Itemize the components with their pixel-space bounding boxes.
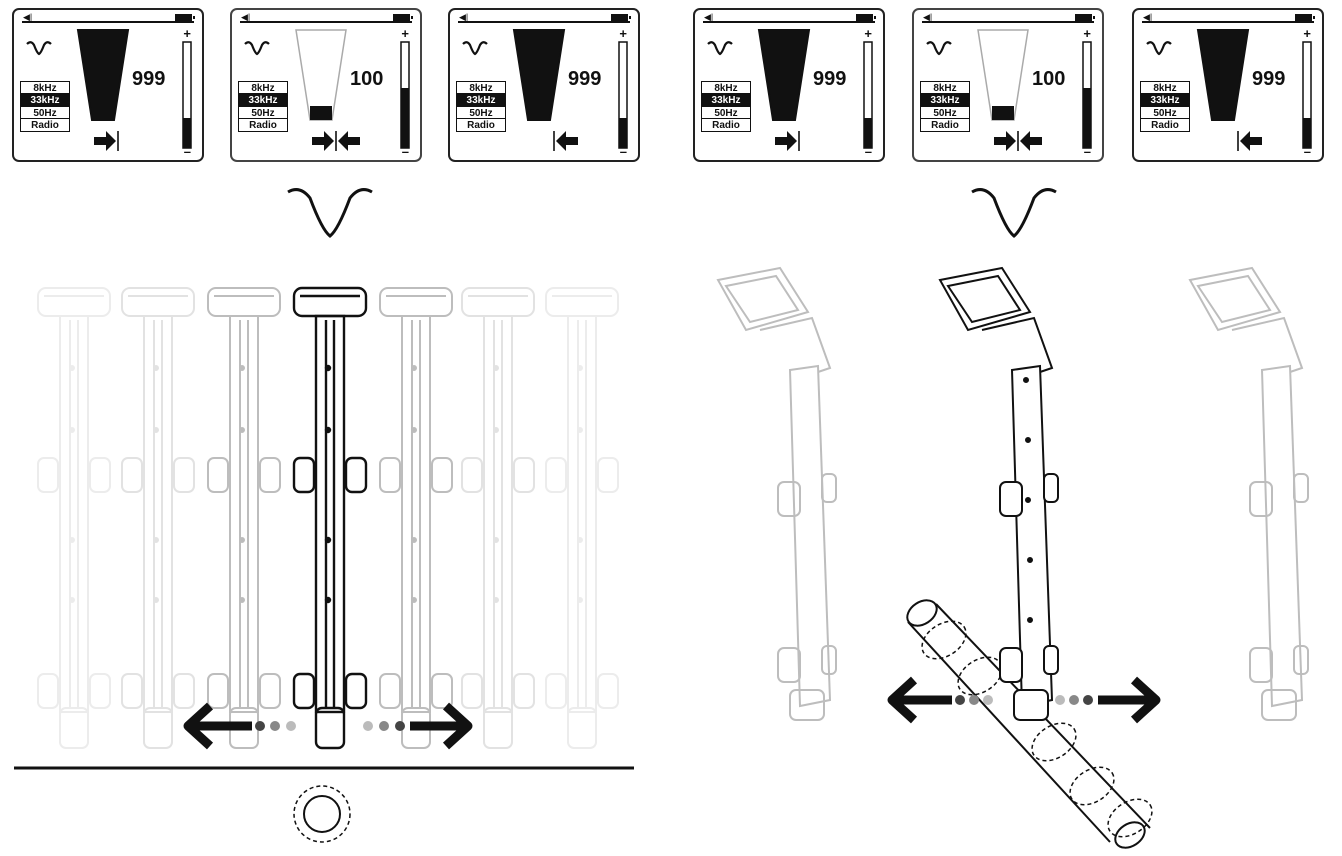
frequency-option[interactable]: Radio (238, 118, 288, 132)
strength-gauge-icon (618, 41, 628, 149)
locator-front-ghost (37, 287, 111, 749)
signal-cone-icon (977, 29, 1029, 121)
strength-gauge-icon (863, 41, 873, 149)
locator-front-ghost (545, 287, 619, 749)
frequency-option[interactable]: Radio (20, 118, 70, 132)
gauge-minus-icon: – (183, 144, 191, 159)
cable-cross-section-icon (303, 795, 341, 833)
speaker-icon: ◀| (1143, 12, 1153, 22)
frequency-option[interactable]: Radio (1140, 118, 1190, 132)
strength-gauge-icon (400, 41, 410, 149)
locator-front-ghost (121, 287, 195, 749)
gauge-minus-icon: – (401, 144, 409, 159)
speaker-icon: ◀| (459, 12, 469, 22)
signal-strength-value: 100 (350, 68, 384, 90)
signal-cone-icon (76, 29, 130, 121)
left-right-arrow-icon-right (887, 676, 1161, 724)
peak-mode-icon (1146, 41, 1172, 56)
battery-icon (175, 14, 195, 21)
peak-mode-icon (707, 41, 733, 56)
gauge-minus-icon: – (1303, 144, 1311, 159)
frequency-option[interactable]: Radio (920, 118, 970, 132)
guidance-arrow-icon (1237, 131, 1262, 151)
guidance-arrow-icon (312, 131, 360, 151)
signal-strength-value: 999 (132, 68, 166, 90)
signal-cone-icon (295, 29, 347, 121)
signal-cone-icon (757, 29, 811, 121)
signal-cone-icon (1196, 29, 1250, 121)
signal-cone-icon (512, 29, 566, 121)
strength-gauge-icon (1302, 41, 1312, 149)
status-bar-divider (240, 21, 412, 23)
gauge-minus-icon: – (1083, 144, 1091, 159)
gauge-plus-icon: + (619, 26, 627, 41)
speaker-icon: ◀| (23, 12, 33, 22)
locator-front-ghost (207, 287, 281, 749)
status-bar-divider (922, 21, 1094, 23)
peak-mode-icon (462, 41, 488, 56)
signal-strength-value: 999 (568, 68, 602, 90)
peak-mode-icon (244, 41, 270, 56)
gauge-minus-icon: – (619, 144, 627, 159)
strength-gauge-icon (1082, 41, 1092, 149)
signal-strength-value: 999 (1252, 68, 1286, 90)
battery-icon (393, 14, 413, 21)
strength-gauge-icon (182, 41, 192, 149)
locator-front-active (292, 286, 368, 750)
signal-strength-value: 999 (813, 68, 847, 90)
battery-icon (611, 14, 631, 21)
battery-icon (856, 14, 876, 21)
peak-mode-icon (926, 41, 952, 56)
battery-icon (1075, 14, 1095, 21)
status-bar-divider (22, 21, 194, 23)
gauge-minus-icon: – (864, 144, 872, 159)
left-right-arrow-icon (183, 702, 473, 750)
guidance-arrow-icon (994, 131, 1042, 151)
locator-active (938, 266, 1059, 721)
locator-front-ghost (461, 287, 535, 749)
speaker-icon: ◀| (241, 12, 251, 22)
signal-strength-value: 100 (1032, 68, 1066, 90)
guidance-arrow-icon (94, 131, 119, 151)
gauge-plus-icon: + (401, 26, 409, 41)
gauge-plus-icon: + (1083, 26, 1091, 41)
guidance-arrow-icon (775, 131, 800, 151)
speaker-icon: ◀| (923, 12, 933, 22)
gauge-plus-icon: + (864, 26, 872, 41)
status-bar-divider (1142, 21, 1314, 23)
guidance-arrow-icon (553, 131, 578, 151)
cable-field-ring (293, 785, 351, 843)
speaker-icon: ◀| (704, 12, 714, 22)
battery-icon (1295, 14, 1315, 21)
status-bar-divider (703, 21, 875, 23)
peak-mode-icon (26, 41, 52, 56)
peak-curve-right (971, 188, 1057, 238)
status-bar-divider (458, 21, 630, 23)
frequency-option[interactable]: Radio (456, 118, 506, 132)
locator-ghost-left (716, 266, 837, 721)
locator-ghost-right (1188, 266, 1309, 721)
locator-front-ghost (379, 287, 453, 749)
peak-curve-left (287, 188, 373, 238)
gauge-plus-icon: + (183, 26, 191, 41)
frequency-option[interactable]: Radio (701, 118, 751, 132)
gauge-plus-icon: + (1303, 26, 1311, 41)
